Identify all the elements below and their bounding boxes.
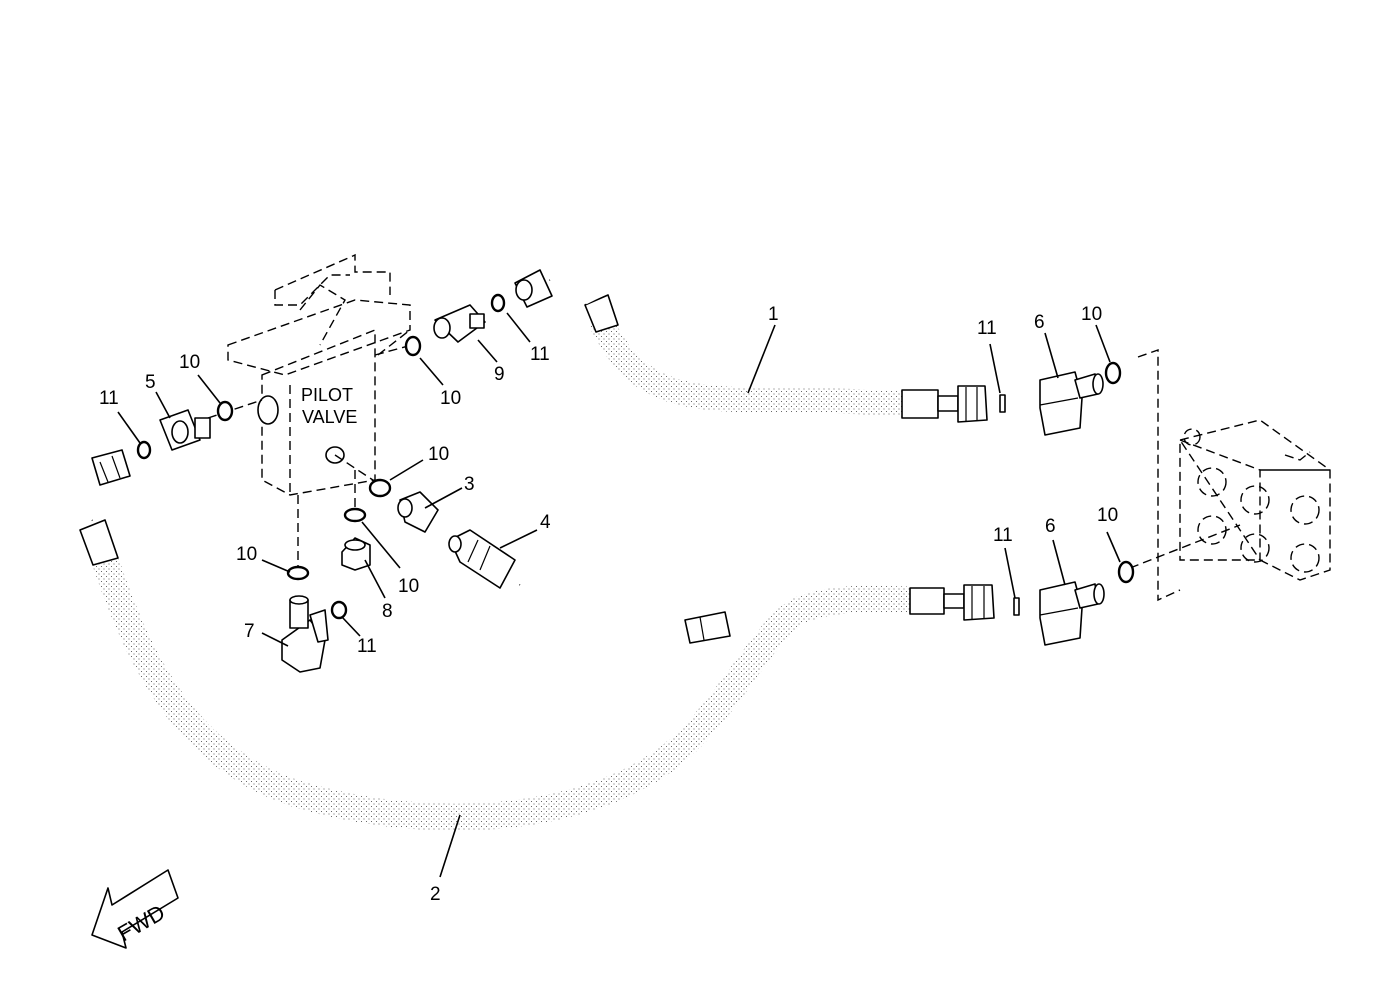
callout-oring-11-d: 11: [977, 318, 997, 339]
callout-pressure-switch-4: 4: [540, 512, 551, 533]
control-valve-block: [1178, 419, 1331, 581]
callout-oring-10-b: 10: [440, 388, 461, 409]
pilot-valve-label-line2: VALVE: [302, 407, 357, 427]
callout-oring-10-e: 10: [236, 544, 257, 565]
callouts: 1 2 3 4 5 6 6 7 8 9 10 10 10 10 10 10 10…: [99, 304, 1118, 905]
roll-pin-upper: [999, 394, 1006, 413]
callout-fitting-7: 7: [244, 621, 255, 642]
fitting-3: [397, 491, 439, 533]
fitting-9: [433, 304, 486, 343]
fitting-7: [281, 595, 329, 673]
adapter-5: [159, 409, 211, 451]
callout-hose-1: 1: [768, 304, 779, 325]
elbow-6-upper: [1039, 371, 1104, 436]
callout-fitting-3: 3: [464, 474, 475, 495]
leader-lines: [117, 312, 1121, 878]
o-rings: [136, 293, 1135, 620]
pilot-valve-label-line1: PILOT: [301, 385, 353, 405]
callout-plug-8: 8: [382, 601, 393, 622]
callout-hose-2: 2: [430, 884, 441, 905]
hose-1: [514, 266, 988, 423]
callout-oring-11-c: 11: [357, 636, 377, 657]
callout-oring-10-f: 10: [1081, 304, 1102, 325]
hose-2: [70, 449, 995, 831]
plug-8: [341, 537, 371, 571]
callout-elbow-6-upper: 6: [1034, 312, 1045, 333]
callout-oring-10-a: 10: [179, 352, 200, 373]
pressure-switch-4: [448, 529, 731, 644]
roll-pin-lower: [1013, 597, 1020, 616]
callout-adapter-5: 5: [145, 372, 156, 393]
elbow-6-lower: [1039, 581, 1105, 646]
callout-oring-11-b: 11: [530, 344, 550, 365]
callout-oring-10-d: 10: [398, 576, 419, 597]
callout-oring-10-c: 10: [428, 444, 449, 465]
forward-arrow: FWD: [91, 869, 179, 949]
callout-oring-10-g: 10: [1097, 505, 1118, 526]
callout-fitting-9: 9: [494, 364, 505, 385]
callout-oring-11-e: 11: [993, 525, 1013, 546]
callout-elbow-6-lower: 6: [1045, 516, 1056, 537]
callout-oring-11-a: 11: [99, 388, 119, 409]
pilot-valve: PILOT VALVE: [227, 253, 411, 496]
